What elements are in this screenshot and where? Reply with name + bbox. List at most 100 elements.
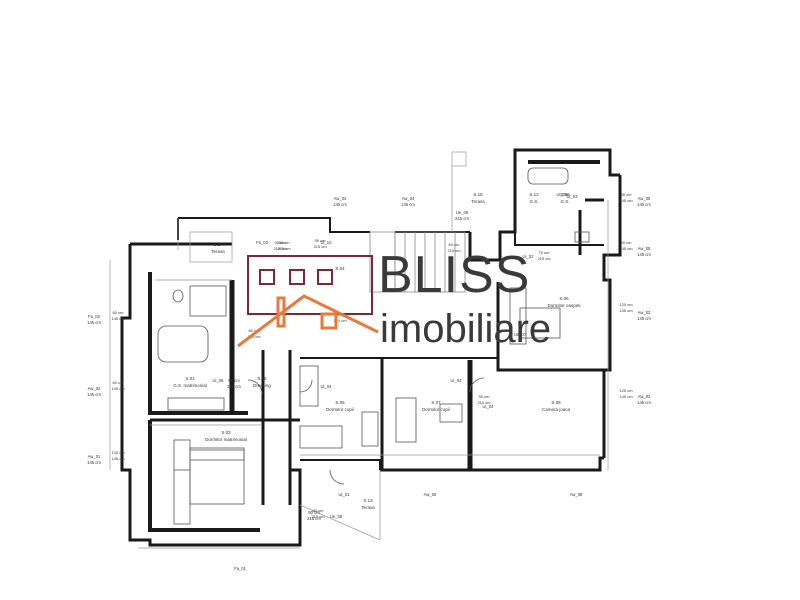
dim: 215 cm (313, 244, 327, 249)
window-code: Fa_01 (234, 566, 247, 571)
room-code: S.06 (559, 296, 569, 301)
dim: 145 cm (619, 198, 633, 203)
dim: 210 cm (247, 334, 261, 339)
dim: 90 cm (275, 240, 287, 245)
outline-lines (109, 151, 609, 549)
door-code: Ui_10 (321, 240, 333, 245)
window-code: Aw_04 (334, 196, 347, 201)
bed-icon (299, 425, 343, 449)
window-size: 145 cm (637, 316, 651, 321)
room-name: Camera joaca (542, 407, 571, 412)
door-size: 215 cm (455, 216, 469, 221)
furniture (157, 167, 590, 525)
window-size: 145 cm (87, 392, 101, 397)
dim: 90 cm (621, 240, 633, 245)
door-code: Ui_04 (483, 404, 495, 409)
bliss-imobiliare-logo: BLISS imobiliare (237, 246, 551, 351)
room-name: Terasa (211, 249, 225, 254)
bed-icon (395, 397, 417, 443)
dim: 215 cm (447, 248, 461, 253)
dim: 90 cm (479, 394, 491, 399)
window-code: Fa_02 (88, 314, 101, 319)
dim: 145 cm (111, 316, 125, 321)
dim: 60 cm (113, 310, 125, 315)
room-name: G.S. (529, 199, 538, 204)
dim: 145 cm (619, 308, 633, 313)
room-code: S.12 (529, 192, 539, 197)
door-code: Ui_03 (567, 194, 579, 199)
door-width: 80 cm (228, 378, 240, 383)
bathtub-icon (157, 325, 209, 363)
room-code: S.16 (560, 192, 570, 197)
dim: 120 cm (619, 302, 633, 307)
stairs (369, 231, 466, 293)
window-code: Aw_03 (638, 394, 651, 399)
room-name: Dormitor matrimonial (205, 437, 247, 442)
window-size: 145 cm (333, 202, 347, 207)
room-labels: S.14 Terasa S.18 Terasa S.13 Terasa S.12… (173, 192, 580, 510)
door-height: 215 cm (307, 516, 321, 521)
room-code: S.14 (213, 242, 223, 247)
door-width: 90 cm (308, 510, 320, 515)
dim: 80 cm (249, 328, 261, 333)
room-name: Dressing (253, 383, 271, 388)
door-code: Ui_02 (523, 254, 535, 259)
dim: 125 cm (619, 388, 633, 393)
window-size: 145 cm (637, 400, 651, 405)
dim: 90 cm (313, 508, 325, 513)
opening-labels: Aw_04 145 cm Aw_04 145 cm Ue_06 215 cm A… (87, 196, 651, 571)
window-code: Aw_03 (638, 310, 651, 315)
door-code: Ui_01 (339, 492, 351, 497)
dim: 70 cm (539, 250, 551, 255)
dim: 60 cm (449, 242, 461, 247)
door-code: Ui_04 (321, 384, 333, 389)
dim: 210 cm (273, 246, 287, 251)
window-code: Aw_08 (570, 492, 583, 497)
room-code: S.01 (185, 376, 195, 381)
door-code: Ue_07 (514, 332, 527, 337)
door-code: Ui_09 (557, 192, 569, 197)
window-size: 145 cm (87, 320, 101, 325)
dim: 145 cm (111, 386, 125, 391)
logo-text-imobiliare: imobiliare (380, 307, 551, 351)
walls (120, 148, 622, 547)
dim: 215 cm (277, 246, 291, 251)
toilet-icon (172, 289, 184, 303)
window-code: Fa_03 (256, 240, 269, 245)
dim: 120 cm (111, 450, 125, 455)
dim: 210 cm (333, 318, 347, 323)
dim: 90 cm (315, 238, 327, 243)
dim: 215 cm (537, 256, 551, 261)
dim: 145 cm (619, 394, 633, 399)
room-code: S.04 (335, 266, 345, 271)
window-size: 145 cm (637, 202, 651, 207)
dim: 80 cm (279, 240, 291, 245)
dim: 145 cm (619, 246, 633, 251)
door-height: 210 cm (227, 384, 241, 389)
window-code: Aw_05 (638, 246, 651, 251)
room-name: G.S. matrimonial (173, 383, 207, 388)
bed-icon (189, 447, 245, 505)
window-size: 145 cm (87, 460, 101, 465)
room-code: S.05 (335, 400, 345, 405)
dim: 215 cm (311, 514, 325, 519)
room-code: S.03 (221, 430, 231, 435)
room-code: S.08 (551, 400, 561, 405)
room-name: Dormitor copii (422, 407, 450, 412)
room-code: S.02 (257, 376, 267, 381)
window-code: Aw_02 (88, 386, 101, 391)
window-code: Aw_01 (88, 454, 101, 459)
room-name: Dormitor copii (326, 407, 354, 412)
room-code: S.07 (431, 400, 441, 405)
logo-text-bliss: BLISS (378, 246, 530, 304)
door-code: Ui_04 (451, 378, 463, 383)
window-code: Aw_04 (402, 196, 415, 201)
room-name: Terasa (471, 199, 485, 204)
dim: 145 cm (111, 456, 125, 461)
door-code: Ue_08 (330, 514, 343, 519)
window-size: 145 cm (401, 202, 415, 207)
window-code: Aw_06 (424, 492, 437, 497)
window-code: Aw_05 (638, 196, 651, 201)
door-labels: Ui_10 Ui_05 80 cm 210 cm Ui_04 Ui_04 Ui_… (213, 192, 579, 521)
